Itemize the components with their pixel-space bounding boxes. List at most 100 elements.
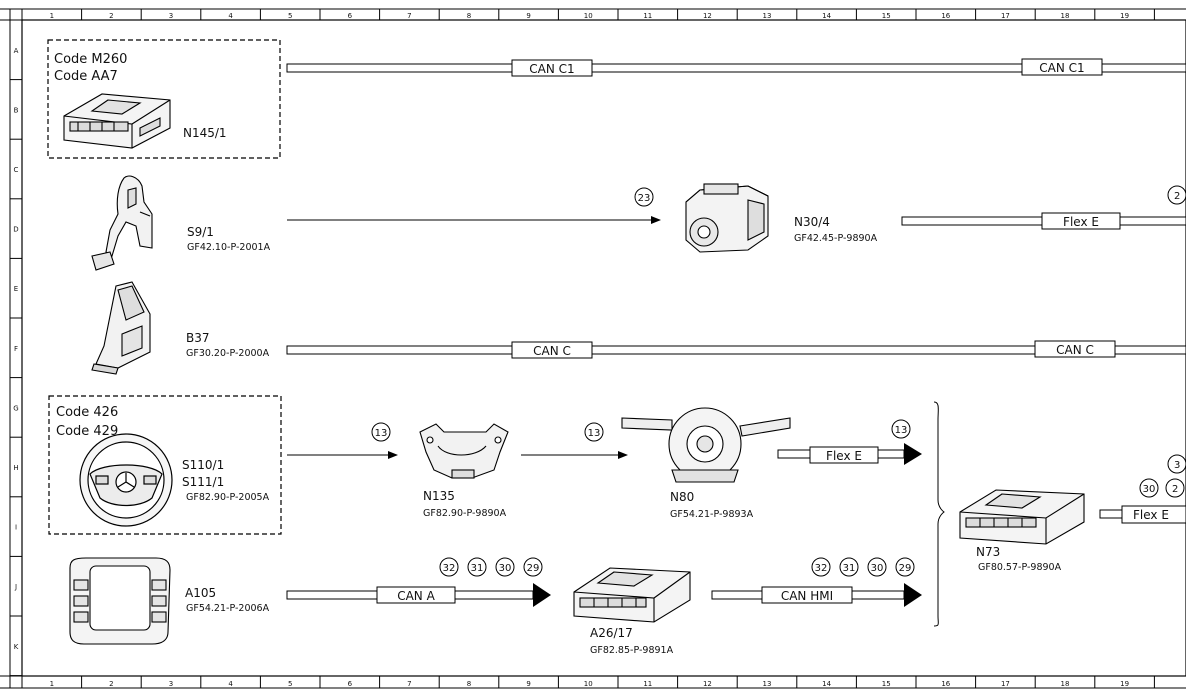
ruler-column-label: 4: [228, 12, 233, 20]
n145-1-label: N145/1: [183, 126, 227, 140]
n73-label: N73: [976, 545, 1000, 559]
bus-can-a-label: CAN A: [397, 589, 435, 603]
bus-can-a: CAN A: [286, 583, 551, 607]
ruler-rows: ABCDEFGHIJKL: [10, 19, 22, 677]
s110-1-ref: GF82.90-P-2005A: [186, 492, 270, 503]
ruler-column-label: 18: [1061, 680, 1070, 688]
head-unit-icon: [573, 567, 691, 623]
group-code-429-label: Code 429: [56, 424, 118, 439]
ruler-row-label: B: [14, 106, 19, 114]
n135-label: N135: [423, 489, 455, 503]
ruler-column-label: 16: [941, 12, 950, 20]
a26-17-ref: GF82.85-P-9891A: [590, 645, 674, 656]
signal-badge-right-edge-3: 2: [1172, 484, 1178, 495]
ruler-column-label: 5: [288, 680, 292, 688]
signal-badge-29-a: 29: [527, 563, 540, 574]
ruler-column-label: 15: [882, 680, 891, 688]
bus-flex-e-n30-4: Flex E: [901, 212, 1186, 230]
s111-1-label: S111/1: [182, 475, 224, 489]
ruler-column-label: 12: [703, 680, 712, 688]
ruler-column-label: 1: [50, 680, 54, 688]
group-code-426-label: Code 426: [56, 405, 118, 420]
ruler-column-label: 3: [169, 12, 173, 20]
ruler-column-label: 10: [584, 12, 593, 20]
ruler-row-label: I: [15, 524, 17, 532]
brake-pedal-icon: [91, 175, 153, 271]
esp-unit-icon: [685, 183, 769, 253]
signal-number-labels: 23 2 13 13 13 3 30 2 32 31 30 29 32 31 3…: [375, 191, 1181, 574]
ruler-column-label: 3: [169, 680, 173, 688]
signal-badge-32-a: 32: [443, 563, 456, 574]
ruler-column-label: 14: [822, 680, 831, 688]
signal-number-badges: [371, 185, 1186, 577]
ruler-column-label: 2: [109, 12, 113, 20]
signal-badge-31-b: 31: [843, 563, 856, 574]
touchpad-icon: [69, 557, 171, 645]
group-code-m260-label: Code M260: [54, 52, 127, 67]
steering-column-tube-module-icon: [621, 407, 791, 483]
ruler-column-label: 7: [407, 12, 411, 20]
steering-wheel-icon: [79, 433, 173, 527]
ruler-column-label: 2: [109, 680, 113, 688]
signal-badge-29-b: 29: [899, 563, 912, 574]
ruler-column-label: 6: [348, 12, 353, 20]
signal-badge-13-c: 13: [895, 425, 908, 436]
signal-badge-23: 23: [638, 193, 651, 204]
s9-1-ref: GF42.10-P-2001A: [187, 242, 271, 253]
s110-1-label: S110/1: [182, 458, 224, 472]
bus-can-c1-label: CAN C1: [529, 62, 574, 76]
n30-4-label: N30/4: [794, 215, 830, 229]
ezs-control-unit-icon: [959, 489, 1085, 545]
ruler-column-label: 11: [643, 12, 652, 20]
n30-4-ref: GF42.45-P-9890A: [794, 233, 878, 244]
s9-1-label: S9/1: [187, 225, 214, 239]
bus-can-c1: CAN C1 CAN C1: [286, 58, 1186, 77]
ruler-column-label: 9: [526, 680, 530, 688]
signal-badge-13-b: 13: [588, 428, 601, 439]
bus-can-hmi-label: CAN HMI: [781, 589, 833, 603]
n80-label: N80: [670, 490, 694, 504]
ruler-column-label: 8: [467, 680, 471, 688]
bus-flex-e-label-3: Flex E: [1133, 508, 1169, 522]
ruler-row-label: A: [14, 47, 19, 55]
ruler-column-label: 13: [763, 680, 772, 688]
ruler-row-label: H: [13, 464, 18, 472]
n135-ref: GF82.90-P-9890A: [423, 508, 507, 519]
ruler-column-label: 10: [584, 680, 593, 688]
ruler-column-label: 19: [1120, 12, 1129, 20]
ruler-column-label: 14: [822, 12, 831, 20]
n80-ref: GF54.21-P-9893A: [670, 509, 754, 520]
bus-flex-e-label-1: Flex E: [1063, 215, 1099, 229]
ruler-row-label: J: [14, 583, 17, 591]
bus-can-c-label: CAN C: [533, 344, 571, 358]
ruler-column-label: 17: [1001, 12, 1010, 20]
bus-flex-e-n73: Flex E: [1099, 505, 1186, 524]
ruler-row-label: C: [14, 166, 19, 174]
ruler-column-label: 9: [526, 12, 530, 20]
a105-ref: GF54.21-P-2006A: [186, 603, 270, 614]
ruler-column-label: 15: [882, 12, 891, 20]
ruler-column-label: 17: [1001, 680, 1010, 688]
ruler-column-label: 19: [1120, 680, 1129, 688]
bus-can-hmi: CAN HMI: [711, 583, 922, 607]
steering-column-module-icon: [419, 423, 509, 479]
ruler-column-label: 18: [1061, 12, 1070, 20]
ruler-column-label: 1: [50, 12, 54, 20]
bus-flex-e-n80: Flex E: [777, 443, 922, 465]
a26-17-label: A26/17: [590, 626, 633, 640]
group-code-m260: Code M260 Code AA7: [47, 39, 281, 159]
signal-badge-32-b: 32: [815, 563, 828, 574]
b37-ref: GF30.20-P-2000A: [186, 348, 270, 359]
signal-badge-13-a: 13: [375, 428, 388, 439]
signal-badge-30-a: 30: [499, 563, 512, 574]
ruler-row-label: D: [13, 226, 18, 234]
signal-badge-right-edge: 2: [1174, 191, 1180, 202]
ruler-column-label: 4: [228, 680, 233, 688]
bus-can-c: CAN C CAN C: [286, 340, 1186, 359]
a105-label: A105: [185, 586, 216, 600]
signal-badge-30-b: 30: [871, 563, 884, 574]
accelerator-pedal-icon: [91, 281, 151, 375]
